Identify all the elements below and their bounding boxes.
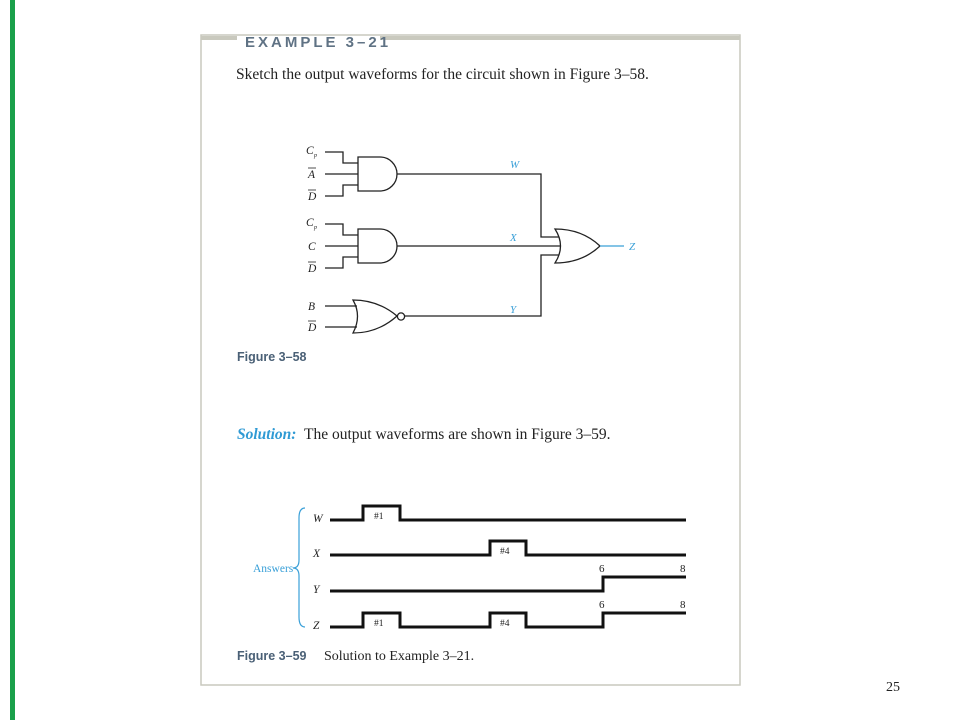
pulse-z-4: #4 xyxy=(500,619,510,629)
circuit-input-labels: C p A D C p C D B D xyxy=(306,145,317,334)
waveform-z xyxy=(330,611,686,629)
wire-g2-in3 xyxy=(325,256,358,269)
input-cp-2: C xyxy=(306,217,314,229)
timing-marks: 6 8 6 8 xyxy=(599,563,686,611)
wire-y xyxy=(405,254,559,317)
figure-3-58-label: Figure 3–58 xyxy=(237,350,307,364)
slide-accent-bar xyxy=(10,0,15,720)
circuit-output-labels: W X Y Z xyxy=(509,159,636,316)
input-cp-2-sub: p xyxy=(313,225,317,231)
timing-pulse-labels: #1 #4 #1 #4 xyxy=(374,512,510,629)
nor-gate xyxy=(351,299,398,334)
header-rule-right xyxy=(380,36,740,40)
figure-3-59-caption: Solution to Example 3–21. xyxy=(324,649,474,664)
example-prompt: Sketch the output waveforms for the circ… xyxy=(236,66,649,83)
input-a-bar: A xyxy=(307,169,316,181)
input-c: C xyxy=(308,241,316,253)
logic-circuit xyxy=(325,151,624,334)
input-d-bar-2: D xyxy=(307,263,317,275)
waveform-w xyxy=(330,504,686,522)
label-y: Y xyxy=(510,304,518,316)
and-gate-2 xyxy=(357,228,398,264)
wire-g1-in1 xyxy=(325,151,358,164)
answers-label: Answers xyxy=(253,563,294,575)
waveform-y xyxy=(330,575,686,593)
and-gate-1 xyxy=(357,156,398,192)
pulse-x-4: #4 xyxy=(500,547,510,557)
waveform-x xyxy=(330,539,686,557)
pulse-z-1: #1 xyxy=(374,619,384,629)
input-d-bar-1: D xyxy=(307,191,317,203)
mark-y-6: 6 xyxy=(599,563,605,575)
pulse-w-1: #1 xyxy=(374,512,384,522)
signal-label-y: Y xyxy=(313,584,321,596)
label-x: X xyxy=(509,232,518,244)
solution-text: The output waveforms are shown in Figure… xyxy=(304,426,611,443)
wire-w xyxy=(397,173,559,238)
input-d-bar-3: D xyxy=(307,322,317,334)
signal-label-w: W xyxy=(313,513,324,525)
signal-label-x: X xyxy=(312,548,321,560)
header-rule-left xyxy=(201,36,237,40)
input-cp-1: C xyxy=(306,145,314,157)
example-header: EXAMPLE 3–21 xyxy=(245,34,391,51)
answers-bracket xyxy=(292,507,306,628)
nor-bubble xyxy=(396,312,406,321)
input-cp-1-sub: p xyxy=(313,153,317,159)
wire-g1-in3 xyxy=(325,184,358,197)
signal-label-z: Z xyxy=(313,620,320,632)
input-b: B xyxy=(308,301,315,313)
solution-label: Solution: xyxy=(237,426,296,443)
figure-3-59-label: Figure 3–59 xyxy=(237,649,307,663)
wire-g2-in1 xyxy=(325,223,358,236)
label-w: W xyxy=(510,159,520,171)
timing-waveforms xyxy=(330,504,686,629)
label-z: Z xyxy=(629,241,636,253)
page-number: 25 xyxy=(886,680,900,695)
timing-signal-labels: W X Y Z xyxy=(312,513,324,632)
mark-y-8: 8 xyxy=(680,563,686,575)
mark-z-8: 8 xyxy=(680,599,686,611)
or-gate xyxy=(553,228,601,264)
mark-z-6: 6 xyxy=(599,599,605,611)
